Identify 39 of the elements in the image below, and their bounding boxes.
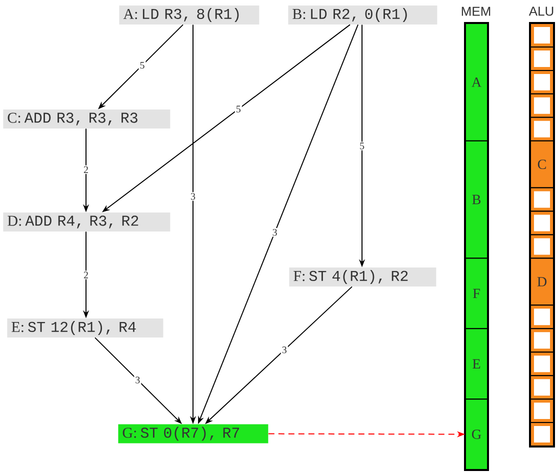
instruction-box: A: LD R3, 8(R1) <box>119 6 260 24</box>
instruction-box: C: ADD R3, R3, R3 <box>3 110 170 128</box>
memory-slot: E <box>465 328 488 400</box>
edge-label: 3 <box>134 376 142 384</box>
alu-slot <box>530 187 554 212</box>
alu-slot <box>530 234 554 259</box>
alu-slot: C <box>530 140 554 188</box>
memory-slot: B <box>465 140 488 259</box>
alu-slot <box>530 23 554 48</box>
column-header: MEM <box>462 6 490 16</box>
edge-label: 5 <box>358 142 366 150</box>
alu-slot <box>530 352 554 376</box>
alu-slot <box>530 93 554 118</box>
edge-label: 2 <box>82 165 90 174</box>
alu-slot <box>530 328 554 353</box>
column-header: ALU <box>528 6 554 16</box>
instruction-box: E: ST 12(R1), R4 <box>7 318 164 338</box>
edge-label: 5 <box>234 104 242 114</box>
memory-slot: G <box>465 398 488 470</box>
memory-slot: A <box>465 23 488 142</box>
alu-slot <box>530 46 554 71</box>
instruction-box: D: ADD R4, R3, R2 <box>3 212 170 232</box>
alu-slot <box>530 116 554 142</box>
instruction-box: F: ST 4(R1), R2 <box>289 268 436 286</box>
alu-slot <box>530 422 554 447</box>
alu-slot <box>530 210 554 236</box>
alu-slot <box>530 375 554 400</box>
edge-label: 3 <box>280 346 288 354</box>
instruction-box: B: LD R2, 0(R1) <box>288 6 438 24</box>
alu-slot <box>530 398 554 424</box>
edge-label: 2 <box>82 270 90 280</box>
instruction-box: G: ST 0(R7), R7 <box>118 424 268 444</box>
alu-slot: D <box>530 258 554 306</box>
edge-label: 5 <box>138 60 146 70</box>
edge-label: 3 <box>190 192 196 201</box>
memory-slot: F <box>465 258 488 330</box>
edge-label: 3 <box>271 228 278 237</box>
alu-slot <box>530 304 554 330</box>
alu-slot <box>530 70 554 94</box>
